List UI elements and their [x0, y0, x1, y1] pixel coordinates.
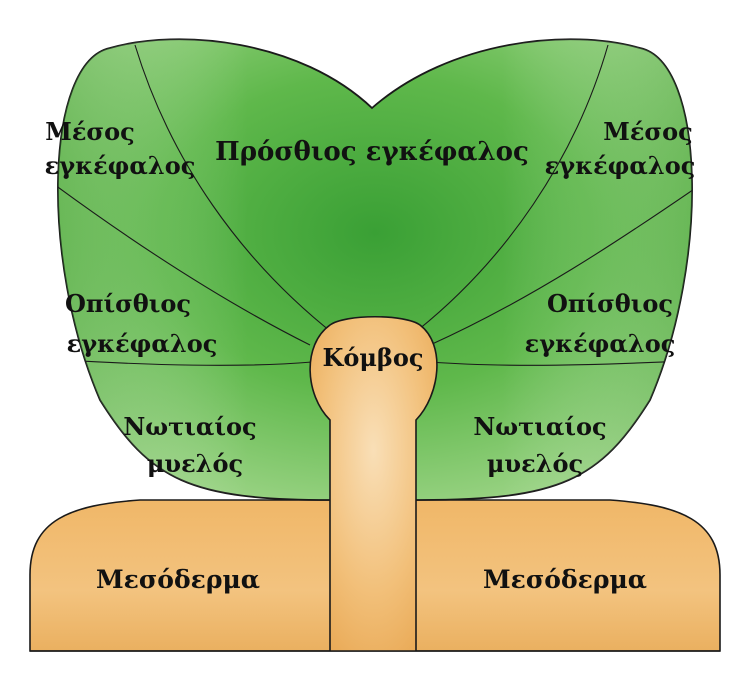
label-mesoderma-left: Μεσόδερμα — [96, 565, 260, 594]
label-prosthios: Πρόσθιος εγκέφαλος — [215, 137, 529, 167]
label-opisthios-left-2: εγκέφαλος — [67, 329, 218, 358]
label-mesoderma-right: Μεσόδερμα — [483, 565, 647, 594]
label-notiaios-left-1: Νωτιαίος — [123, 412, 256, 441]
label-mesos-left-1: Μέσος — [45, 117, 134, 146]
label-notiaios-left-2: μυελός — [147, 449, 243, 478]
label-kombos: Κόμβος — [323, 343, 424, 372]
label-mesos-right-1: Μέσος — [603, 117, 692, 146]
node-shape — [309, 315, 438, 651]
label-mesos-right-2: εγκέφαλος — [545, 151, 696, 180]
label-opisthios-right-1: Οπίσθιος — [547, 289, 673, 318]
label-notiaios-right-1: Νωτιαίος — [473, 412, 606, 441]
label-opisthios-right-2: εγκέφαλος — [525, 329, 676, 358]
label-notiaios-right-2: μυελός — [487, 449, 583, 478]
label-mesos-left-2: εγκέφαλος — [45, 151, 196, 180]
neural-plate-shading — [57, 39, 693, 500]
region-dividers — [57, 44, 693, 366]
label-opisthios-left-1: Οπίσθιος — [65, 289, 191, 318]
